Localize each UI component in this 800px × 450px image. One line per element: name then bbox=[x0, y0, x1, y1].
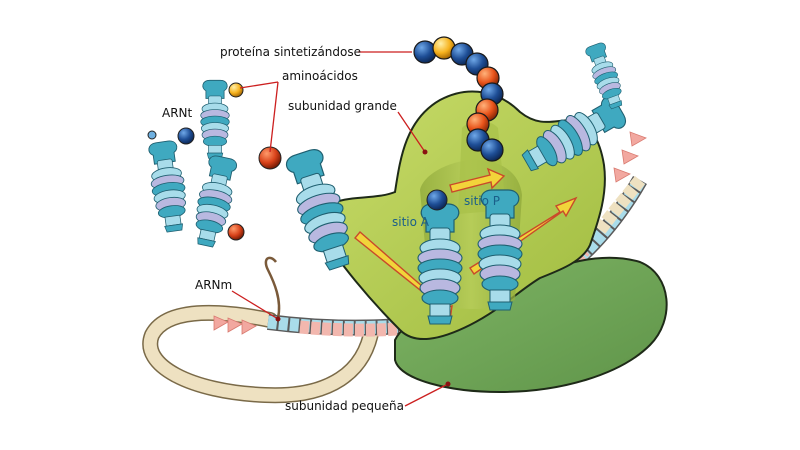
amino-acids bbox=[147, 82, 448, 241]
trna-free-left-2 bbox=[145, 139, 192, 234]
label-protein: proteína sintetizándose bbox=[220, 45, 361, 59]
label-small-subunit: subunidad pequeña bbox=[285, 399, 404, 413]
label-amino-acids: aminoácidos bbox=[282, 69, 358, 83]
leader-lines bbox=[231, 51, 449, 407]
label-large-subunit: subunidad grande bbox=[288, 99, 397, 113]
protein-chain bbox=[413, 36, 504, 162]
trna-free-left-1 bbox=[200, 79, 230, 159]
label-mrna: ARNm bbox=[195, 278, 232, 292]
label-site-p: sitio P bbox=[464, 194, 500, 208]
label-trna: ARNt bbox=[162, 106, 193, 120]
label-site-a: sitio A bbox=[392, 215, 430, 229]
